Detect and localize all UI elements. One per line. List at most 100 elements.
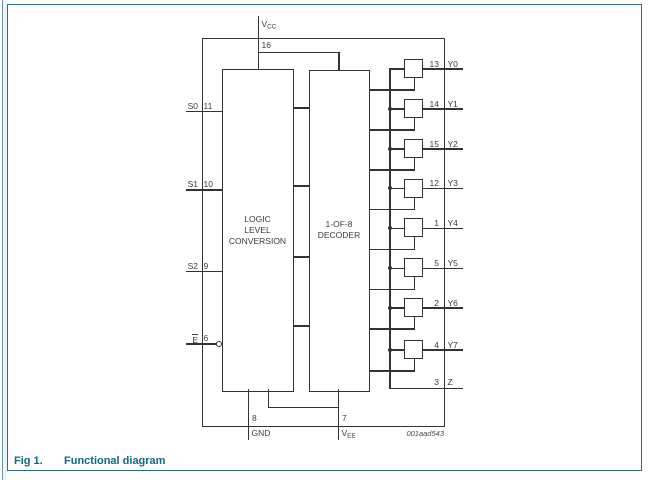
wire-switch-to-pin [423,187,463,190]
wire-decoder-control-h [369,328,415,330]
output-pin-number: 14 [429,98,439,109]
junction-dot [388,106,392,111]
wire-decoder-control-h [369,370,415,372]
decoder-block-text: 1-OF-8 DECODER [309,219,370,241]
wire-z-to-switch [389,108,404,110]
wire-input-s0 [186,110,222,113]
wire-z-out [389,387,463,389]
output-name: Y1 [447,98,458,109]
wire-decoder-control-h [369,169,415,171]
vcc-label-sub: CC [267,23,277,30]
wire-z-to-switch [389,148,404,150]
wire-vcc-branch-drop [338,51,340,71]
switch-box [403,258,423,278]
gnd-pin-number: 8 [252,412,257,423]
junction-dot [388,186,392,191]
output-name: Y2 [447,138,458,149]
wire-vee-branch [267,407,339,409]
output-pin-number: 4 [434,339,439,350]
output-pin-number: 12 [429,178,439,189]
conversion-block-line2: LEVEL [244,224,271,235]
junction-dot [388,266,392,271]
output-pin-number: 15 [429,138,439,149]
page-margin-strip [3,0,8,480]
switch-box [403,99,423,119]
wire-input-e [186,343,217,345]
wire-block-interconnect [293,107,309,109]
wire-switch-to-pin [423,68,463,70]
switch-box [403,298,423,318]
wire-vcc [257,16,259,69]
wire-decoder-control-v [413,117,415,131]
wire-block-interconnect [293,256,309,258]
wire-decoder-control-v [413,276,415,291]
decoder-block-line2: DECODER [317,230,361,240]
switch-box [403,59,423,79]
wire-decoder-control-v [413,316,415,330]
input-pin-number: 6 [203,333,209,344]
input-name-overline: E [192,334,198,346]
wire-switch-to-pin [423,108,463,110]
input-name: S0 [187,100,198,111]
figure-caption-label: Fig 1. [14,454,43,467]
decoder-block-line1: 1-OF-8 [325,219,353,229]
junction-dot [388,347,392,352]
wire-input-s2 [186,270,222,273]
input-name: S2 [187,260,198,271]
decoder-block [308,69,370,392]
wire-decoder-control-h [369,129,415,131]
wire-decoder-control-v [413,77,415,91]
switch-box [403,139,423,159]
wire-block-interconnect [293,185,309,187]
switch-box [403,340,423,360]
output-name: Y0 [447,58,458,69]
wire-decoder-control-h [369,248,415,251]
wire-decoder-control-v [413,236,415,251]
active-low-bubble [216,340,223,348]
figure-caption-title: Functional diagram [64,454,166,467]
input-name: S1 [187,179,198,190]
wire-z-to-switch [389,349,404,351]
switch-box [403,178,423,198]
wire-vee-branch-rise [267,389,269,408]
wire-block-interconnect [293,325,309,327]
z-name: Z [447,377,453,387]
output-name: Y4 [447,217,458,228]
wire-decoder-control-h [369,89,415,91]
device-boundary [201,37,445,427]
wire-decoder-control-v [413,358,415,372]
wire-input-s1 [186,189,222,191]
wire-switch-to-pin [423,267,463,269]
output-pin-number: 13 [429,58,439,69]
gnd-label: GND [251,427,271,438]
wire-decoder-control-h [369,208,415,211]
wire-vee [337,389,340,440]
wire-z-to-switch [389,68,404,70]
output-pin-number: 1 [434,217,439,228]
wire-z-to-switch [389,267,404,269]
conversion-block-line1: LOGIC [244,213,271,224]
output-name: Y6 [447,297,458,308]
wire-switch-to-pin [423,349,463,351]
wire-switch-to-pin [423,307,463,309]
wire-switch-to-pin [423,148,463,150]
wire-z-to-switch [389,187,404,190]
wire-z-to-switch [389,307,404,309]
page-edge-line [2,0,4,480]
input-name: E [180,334,198,346]
vee-label-sub: EE [347,432,356,439]
output-name: Y7 [447,339,458,350]
wire-gnd [247,389,250,440]
vee-label-main: V [341,427,348,438]
conversion-block-line3: CONVERSION [228,235,287,246]
output-pin-number: 2 [434,297,439,308]
wire-decoder-control-v [413,157,415,171]
output-name: Y5 [447,257,458,268]
vee-pin-number: 7 [342,412,347,423]
conversion-block-text: LOGIC LEVEL CONVERSION [222,214,294,247]
wire-decoder-control-v [413,197,415,211]
switch-box [403,218,423,238]
drawing-id: 001aad543 [406,428,444,438]
wire-z-to-switch [389,227,404,229]
